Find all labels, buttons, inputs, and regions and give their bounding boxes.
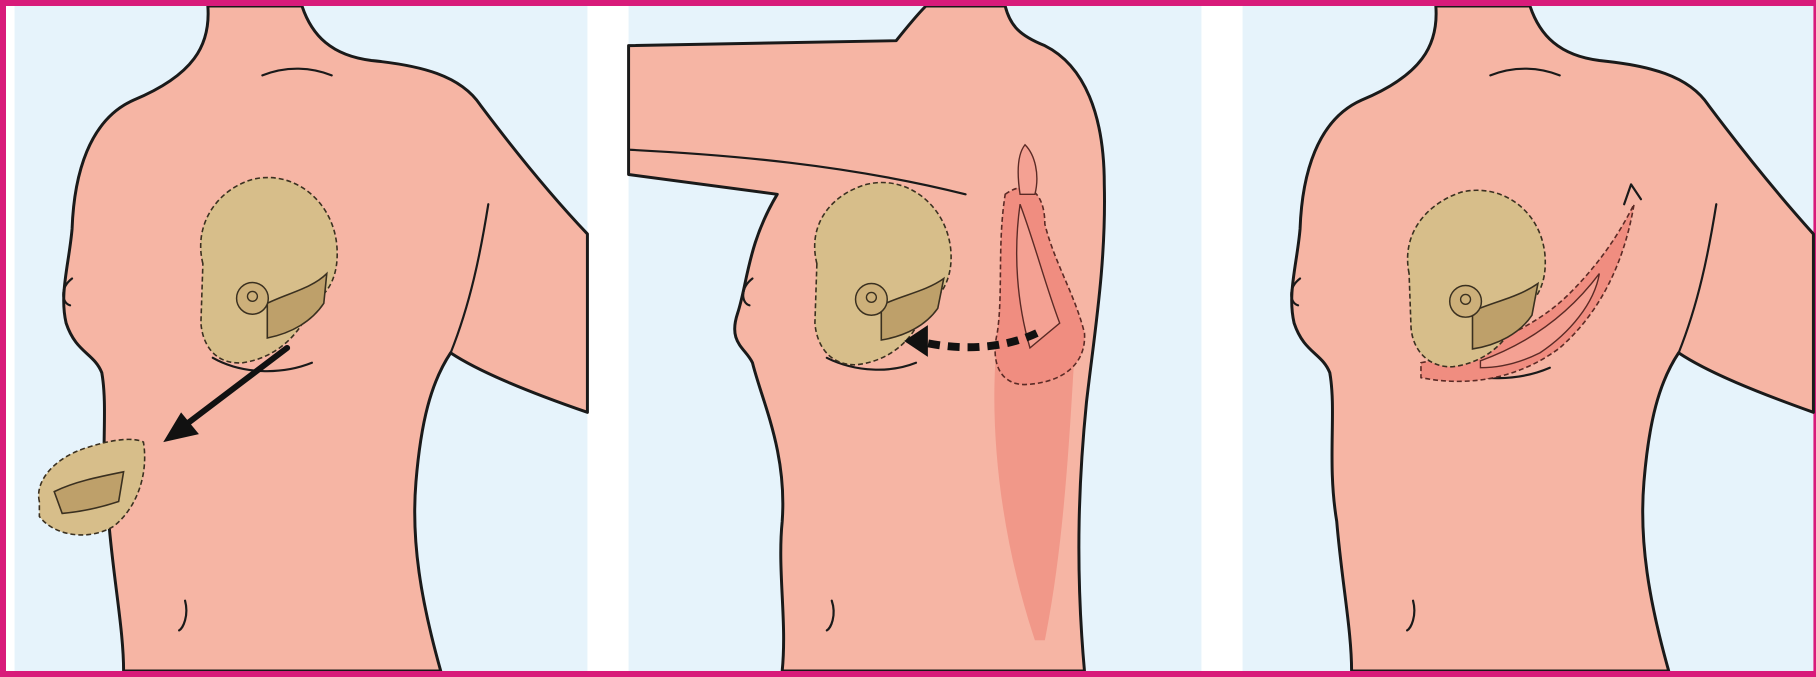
nipple-areola [856, 283, 888, 315]
panel-flap-transfer [626, 6, 1204, 671]
panel-removal [12, 6, 590, 671]
nipple-areola [237, 283, 269, 315]
panel-reconstruction [1240, 6, 1816, 671]
illustration-reconstruction [1240, 6, 1816, 671]
illustration-flap-transfer [626, 6, 1204, 671]
illustration-removal [12, 6, 590, 671]
nipple-areola [1450, 285, 1482, 317]
